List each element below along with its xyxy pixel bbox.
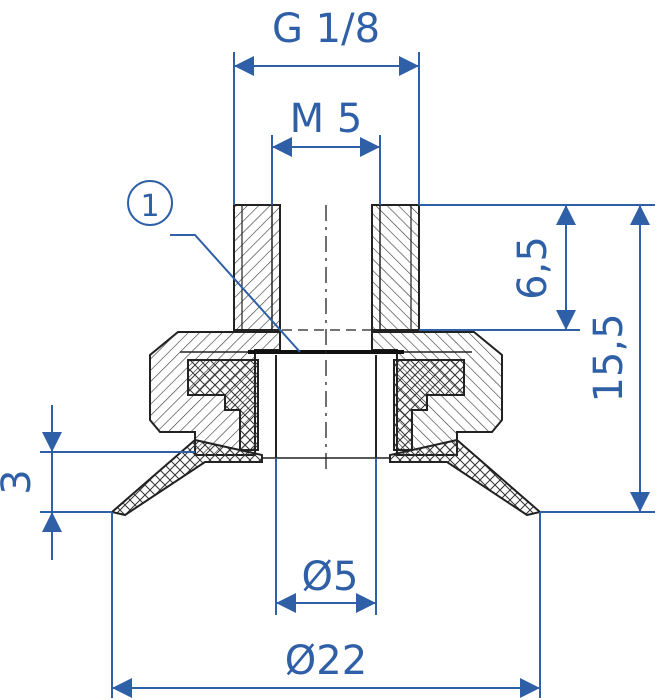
callout-circle: [127, 180, 173, 226]
cup-lip-right: [389, 438, 543, 517]
insert-left: [187, 359, 259, 451]
part-geometry: [109, 204, 543, 517]
nipple-left-wall: [233, 204, 281, 331]
callout-number: 1: [140, 189, 159, 224]
dim-upper-height: 6,5: [510, 236, 556, 300]
dim-thread-outer: G 1/8: [272, 6, 380, 52]
cup-lip-left: [109, 438, 263, 517]
dim-cup-diameter: Ø22: [285, 638, 367, 684]
dimension-lines: [40, 52, 655, 698]
insert-right: [393, 359, 465, 451]
dim-bore-diameter: Ø5: [302, 554, 359, 600]
dim-total-height: 15,5: [586, 313, 632, 402]
nipple-right-wall: [371, 204, 420, 331]
dim-thread-inner: M 5: [290, 96, 363, 142]
dim-lip-height: 3: [0, 469, 40, 494]
